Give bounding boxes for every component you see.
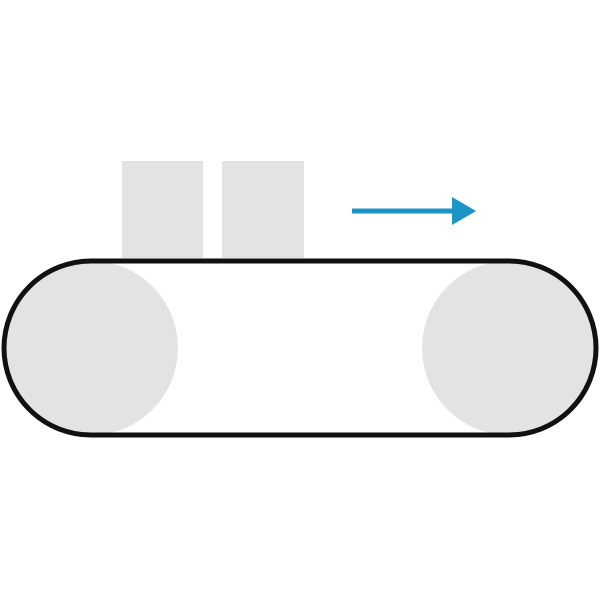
right-roller-icon [422,261,596,435]
packages [122,161,304,258]
left-roller-icon [4,261,178,435]
package-2 [222,161,304,258]
belt-outline [1,258,599,438]
arrow-head [452,197,476,225]
direction-arrow-right-icon [352,197,476,225]
conveyor-belt [1,258,599,438]
package-1 [122,161,203,258]
